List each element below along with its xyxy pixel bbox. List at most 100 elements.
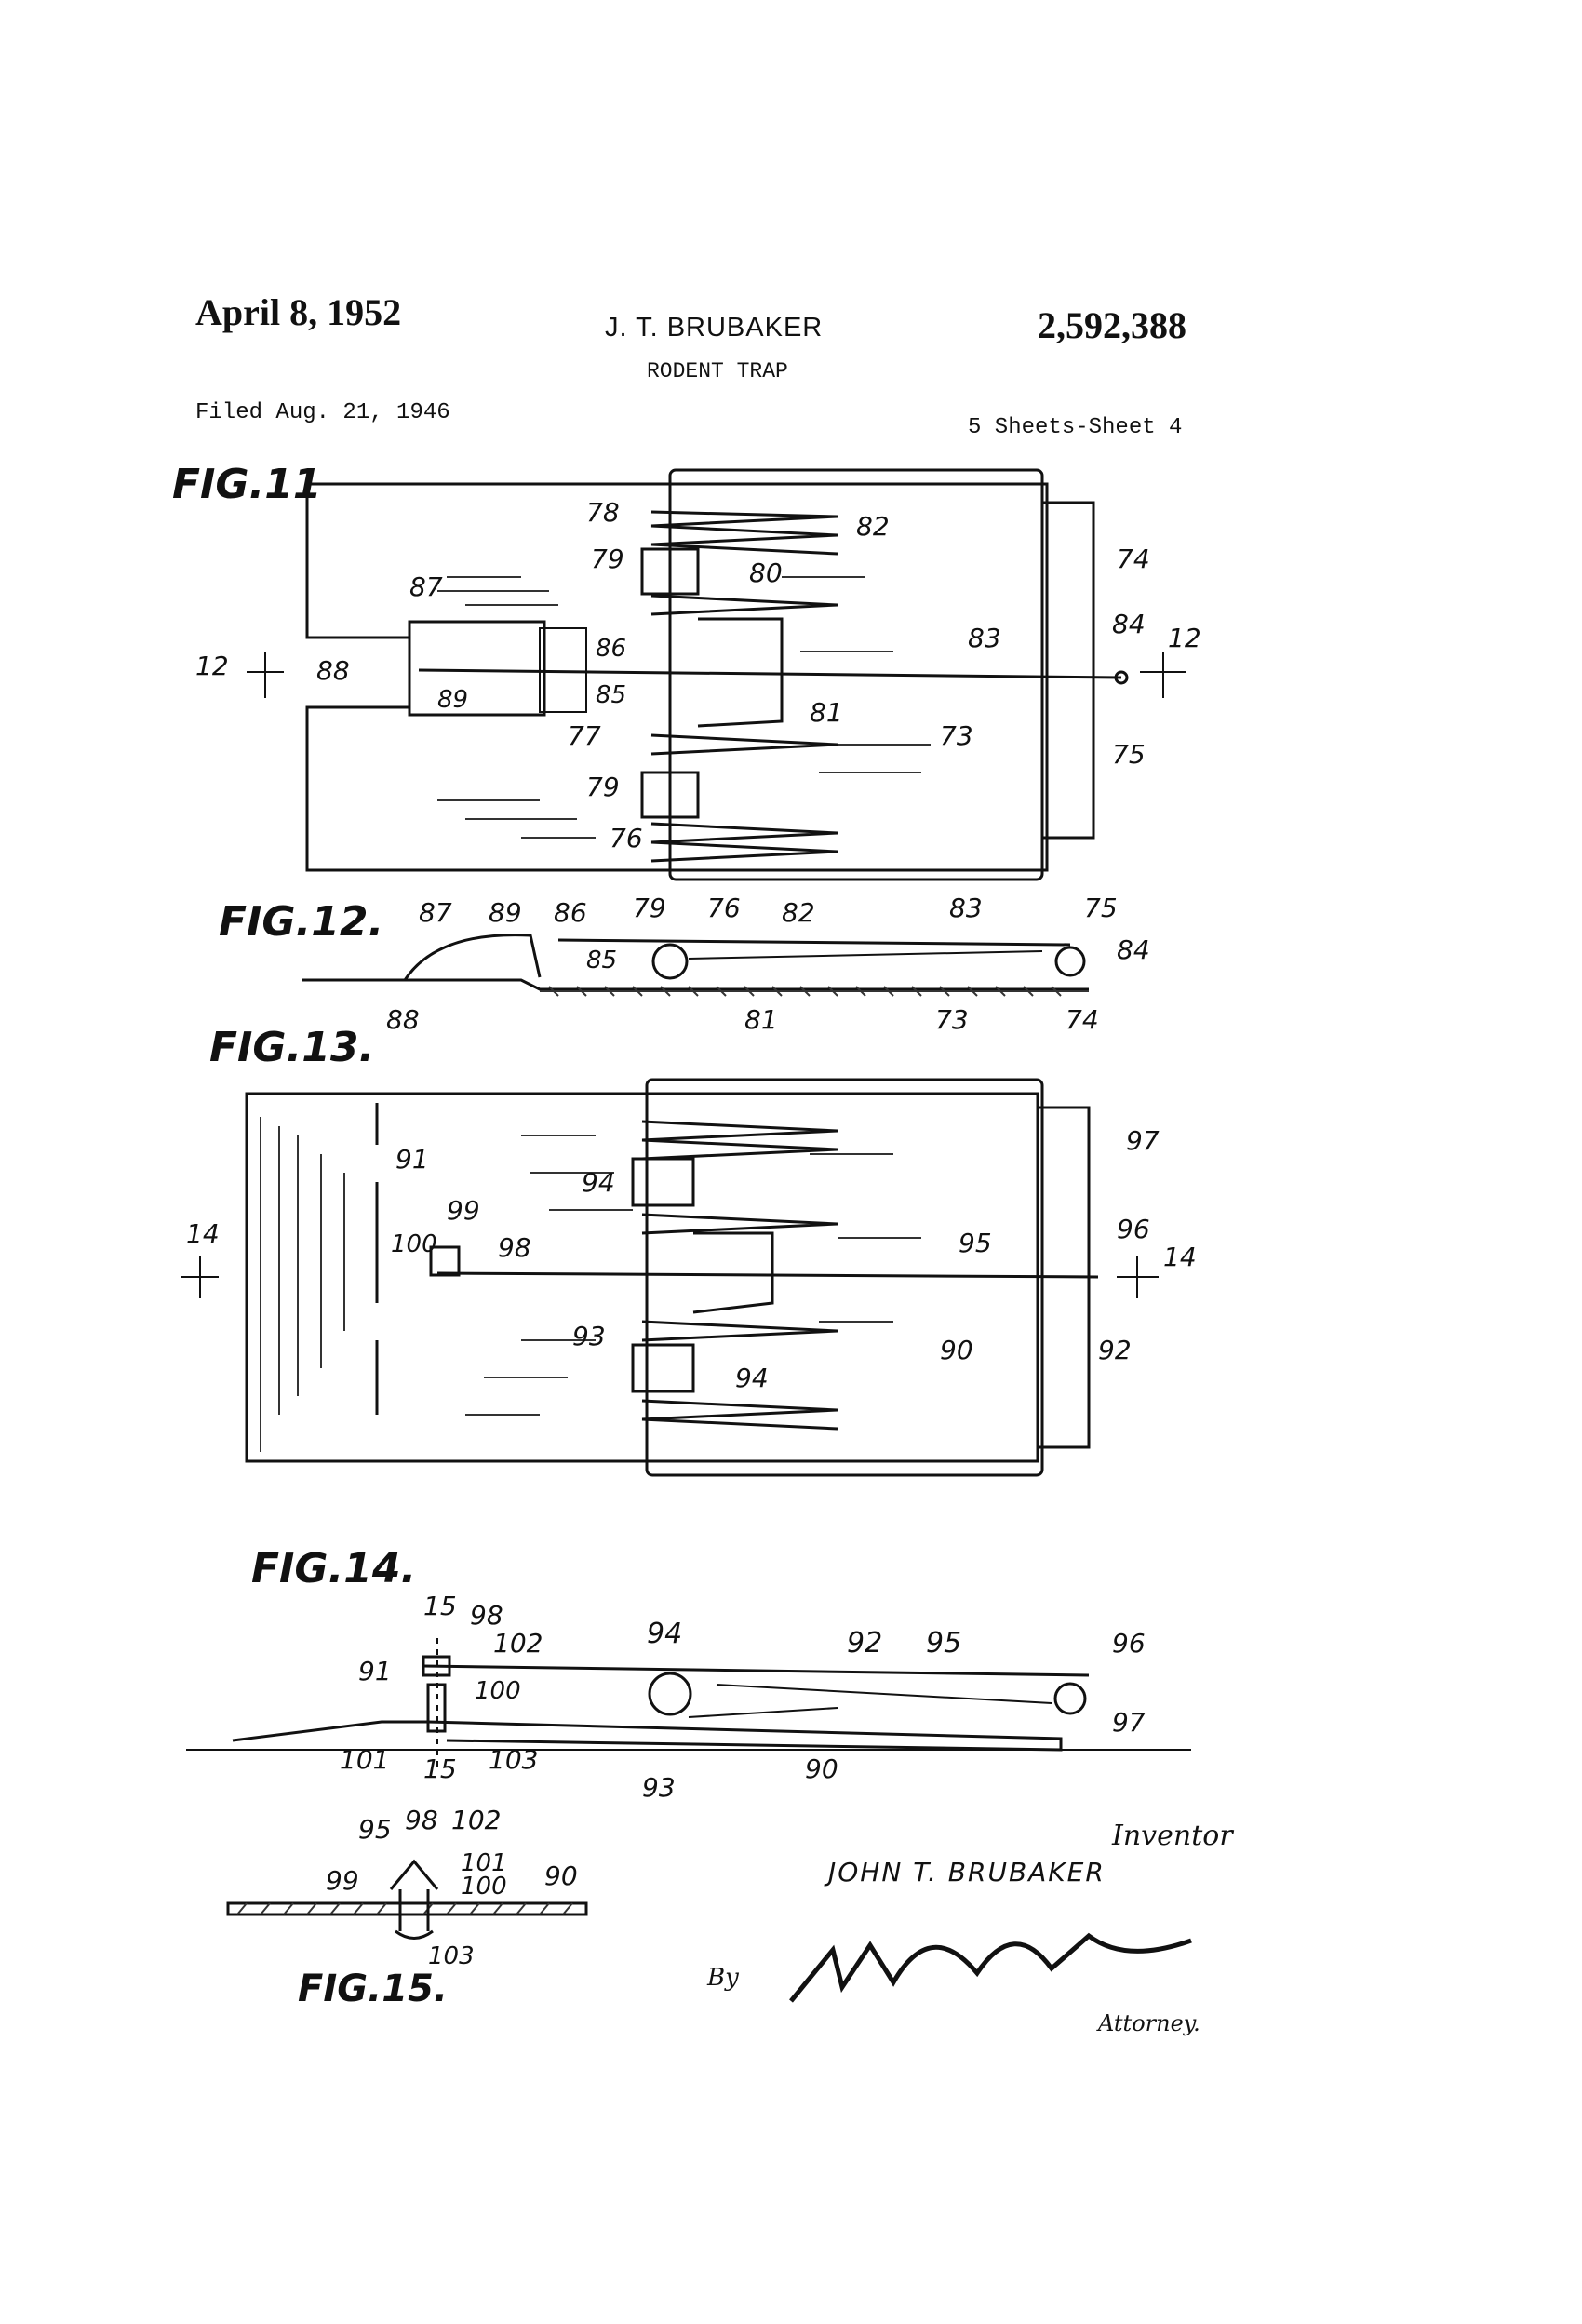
fig12-drawing: FIG.12. 87 89 86 79 76 82 83 75 84 85 88… [219,893,1150,1035]
reference-numeral: 100 [391,1230,437,1258]
reference-numeral: 84 [1117,934,1150,965]
reference-numeral: 12 [195,651,229,681]
reference-numeral: 94 [582,1167,615,1198]
reference-numeral: 73 [935,1004,969,1035]
reference-numeral: 73 [940,720,973,751]
reference-numeral: 82 [782,897,815,928]
fig12-reference-numerals: 87 89 86 79 76 82 83 75 84 85 88 81 73 7… [386,893,1150,1035]
attorney-caption: Attorney. [1098,2010,1200,2036]
reference-numeral: 96 [1112,1628,1146,1659]
patent-date: April 8, 1952 [195,291,402,333]
reference-numeral: 99 [447,1195,480,1226]
reference-numeral: 94 [647,1618,682,1650]
reference-numeral: 77 [568,720,601,751]
patent-number: 2,592,388 [1038,304,1186,346]
reference-numeral: 79 [586,772,620,802]
reference-numeral: 87 [419,897,452,928]
fig13-section-mark-right [1117,1256,1159,1298]
fig15-rivet [395,1929,434,1940]
reference-numeral: 15 [423,1753,457,1784]
reference-numeral: 103 [489,1744,538,1775]
fig13-trigger-block [429,1245,461,1277]
reference-numeral: 83 [968,623,1001,653]
fig13-spring-top [631,1120,838,1235]
reference-numeral: 91 [396,1144,429,1175]
fig14-drawing: FIG.14. 15 98 102 94 92 95 96 91 100 97 … [186,1545,1191,1803]
reference-numeral: 103 [428,1942,475,1970]
fig11-section-mark-left [247,652,284,698]
reference-numeral: 92 [1098,1335,1132,1365]
reference-numeral: 95 [358,1814,392,1845]
reference-numeral: 88 [386,1004,420,1035]
reference-numeral: 93 [642,1772,676,1803]
fig11-label: FIG.11 [172,461,322,508]
reference-numeral: 86 [554,897,587,928]
fig13-striker-arm [692,1231,774,1314]
fig11-end-plate [1040,501,1095,840]
fig12-base-hatching [540,986,1089,997]
fig13-section-mark-left [181,1256,219,1298]
fig15-trigger-post [389,1859,439,1931]
fig12-spring-coil [651,943,689,980]
fig15-drawing: 95 98 102 101 99 100 90 103 FIG.15. [226,1805,588,2010]
reference-numeral: 94 [735,1363,769,1393]
reference-numeral: 88 [316,655,350,686]
fig11-spring-top [640,510,838,616]
reference-numeral: 87 [409,571,443,602]
reference-numeral: 76 [707,893,741,923]
fig11-drawing: FIG.11 [172,461,1201,881]
by-caption: By [707,1964,739,1992]
fig12-base [302,978,1089,991]
reference-numeral: 75 [1084,893,1118,923]
reference-numeral: 97 [1126,1125,1160,1156]
reference-numeral: 85 [596,681,626,709]
fig12-latch-bar [557,938,1071,947]
fig13-drawing: FIG.13. 91 [181,1024,1197,1477]
reference-numeral: 14 [186,1218,220,1249]
reference-numeral: 98 [405,1805,438,1835]
fig13-spring-bottom [631,1320,838,1431]
reference-numeral: 101 [461,1849,507,1877]
fig12-label: FIG.12. [219,898,383,946]
reference-numeral: 95 [959,1228,992,1258]
inventor-caption: Inventor [1112,1820,1233,1852]
fig11-section-mark-right [1140,652,1186,698]
fig13-label: FIG.13. [209,1024,374,1071]
fig11-reference-numerals: 78 82 79 80 87 74 84 12 83 12 88 86 89 8… [195,497,1201,853]
inventor-name: JOHN T. BRUBAKER [828,1857,1106,1887]
fig11-base-board [305,482,1049,872]
fig12-striker [688,950,1043,960]
reference-numeral: 100 [475,1677,521,1705]
reference-numeral: 89 [489,897,522,928]
reference-numeral: 81 [810,697,843,728]
reference-numeral: 15 [423,1591,457,1621]
fig14-label: FIG.14. [251,1545,416,1592]
reference-numeral: 85 [586,947,617,974]
reference-numeral: 76 [610,823,643,853]
reference-numeral: 99 [326,1865,359,1896]
sheet-count: 5 Sheets-Sheet 4 [968,415,1183,440]
reference-numeral: 102 [451,1805,501,1835]
fig13-reference-numerals: 91 97 94 99 100 98 95 96 14 14 93 94 90 … [186,1125,1197,1393]
fig14-spring-coil [648,1672,692,1716]
reference-numeral: 91 [358,1656,392,1686]
reference-numeral: 74 [1117,544,1150,574]
reference-numeral: 97 [1112,1707,1146,1738]
reference-numeral: 82 [856,511,890,542]
fig11-striker-arm [697,617,784,728]
patent-title: RODENT TRAP [647,359,788,383]
fig14-base [232,1720,1063,1752]
reference-numeral: 93 [572,1321,606,1351]
reference-numeral: 75 [1112,739,1146,770]
fig15-base-section [226,1901,588,1916]
reference-numeral: 74 [1066,1004,1099,1035]
fig13-wood-grain [260,1117,921,1452]
reference-numeral: 78 [586,497,620,528]
fig11-latch-bar [418,668,1122,679]
reference-numeral: 102 [493,1628,543,1659]
reference-numeral: 100 [461,1873,507,1901]
fig12-hinge-eye [1054,946,1086,977]
fig13-latch-bar [436,1271,1099,1279]
